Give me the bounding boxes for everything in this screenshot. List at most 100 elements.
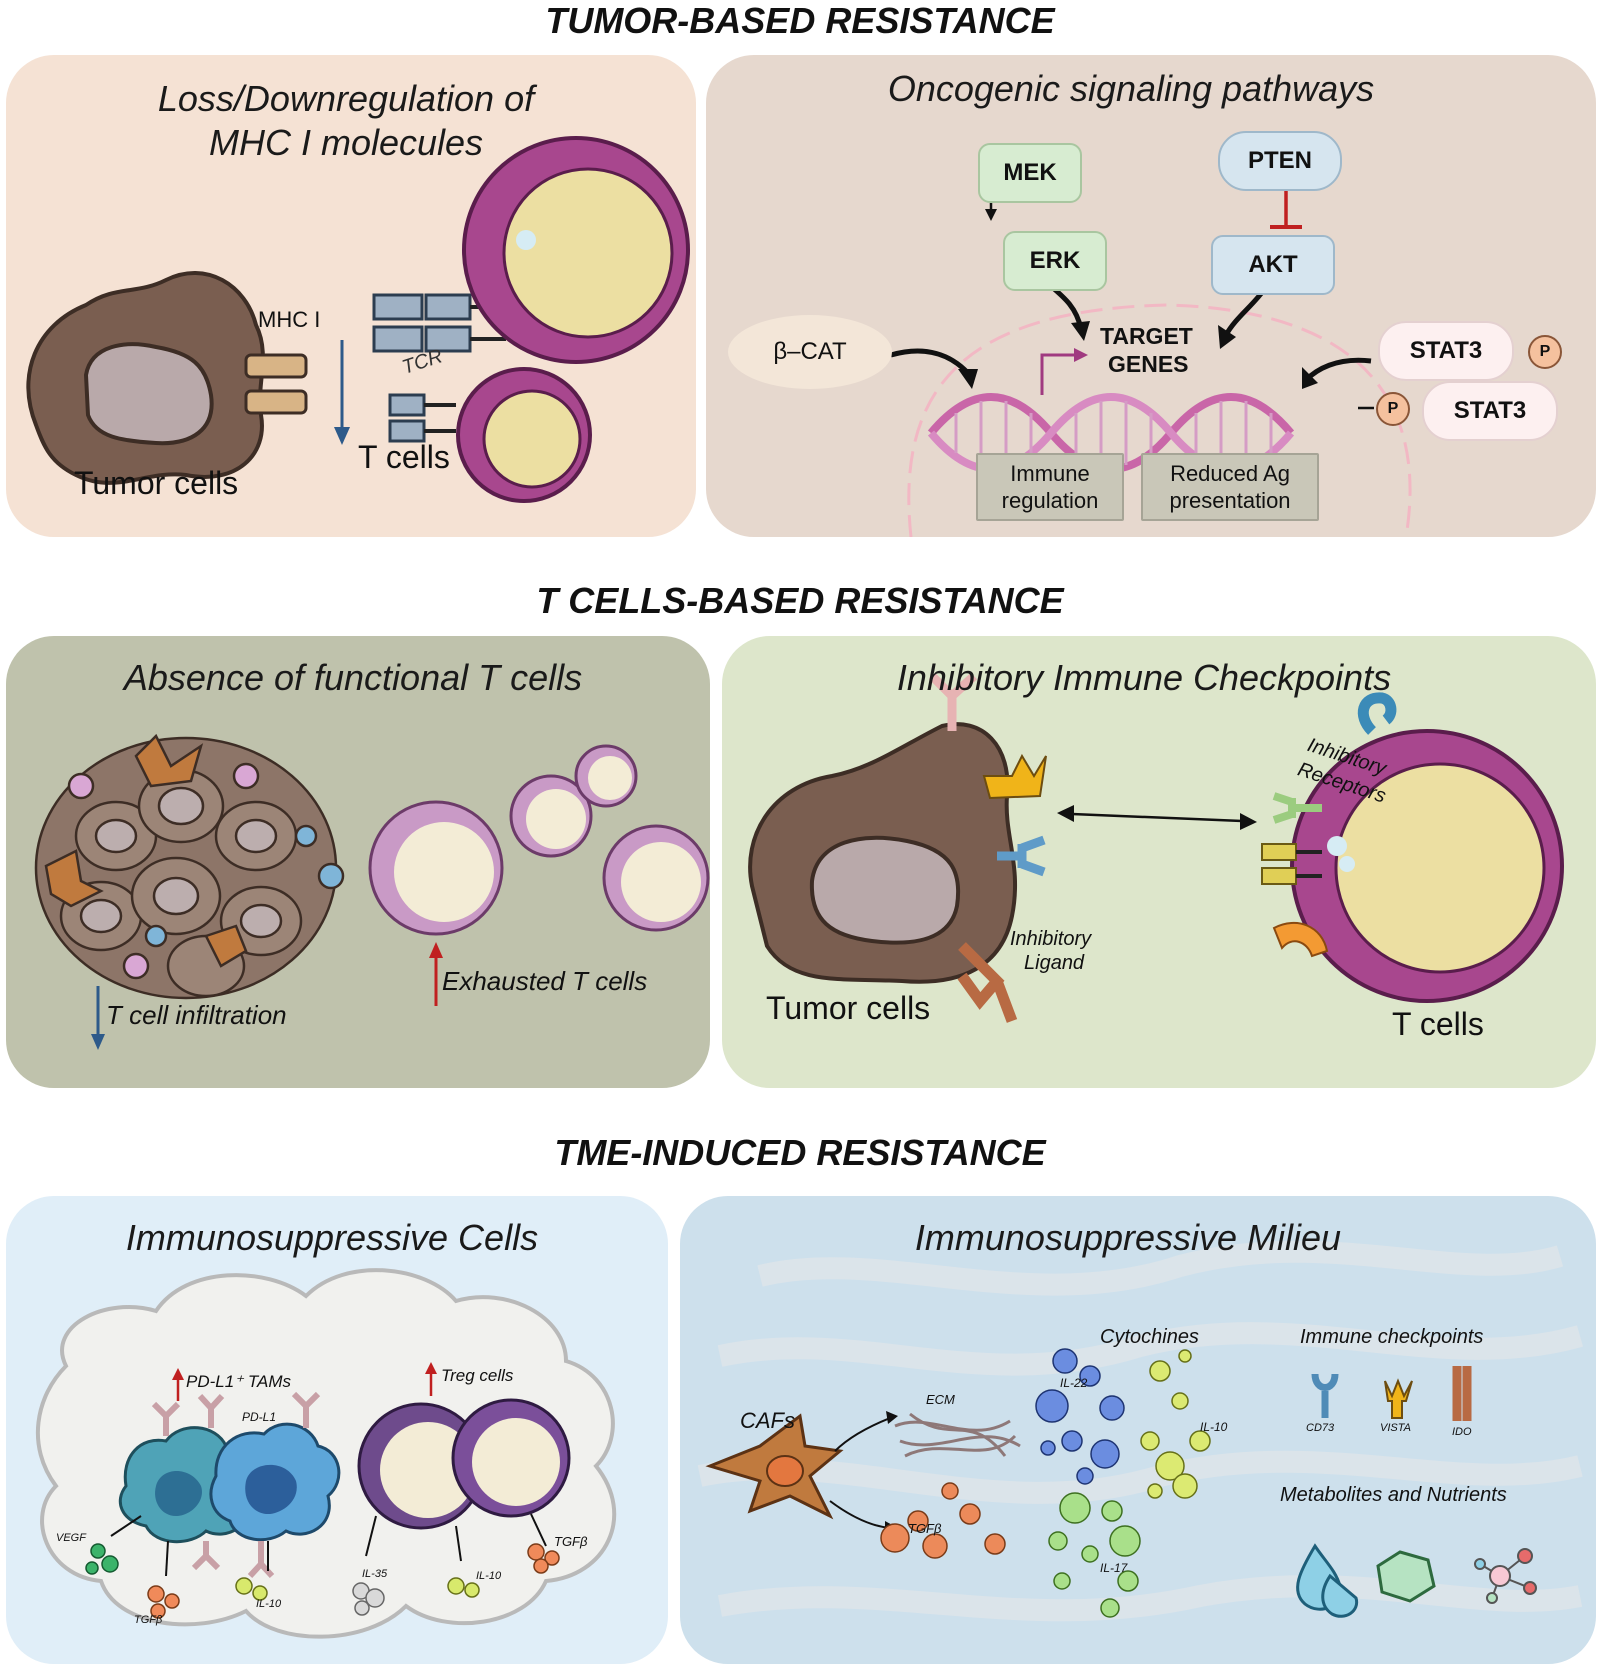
il17-label: IL-17 (1100, 1561, 1128, 1575)
panel-cells-title: Immunosuppressive Cells (125, 1217, 539, 1258)
mhc-molecule-upper (244, 353, 308, 379)
inhibitory-ligand-line2: Ligand (1024, 952, 1085, 974)
tcr-block (372, 293, 424, 321)
vista-label: VISTA (1380, 1422, 1411, 1434)
double-arrow-right (1240, 813, 1257, 830)
cafs-label: CAFs (740, 1408, 795, 1433)
receptor-tcr (1261, 843, 1297, 861)
metabolites-label: Metabolites and Nutrients (1280, 1484, 1507, 1506)
panel-absence-tcells: Absence of functional T cells T cell inf… (6, 636, 710, 1088)
ligand-brown (957, 942, 1018, 1023)
tumor-cells-label: Tumor cells (766, 990, 931, 1026)
il22-vesicles (1035, 1348, 1125, 1485)
nucleus-boundary (907, 303, 1412, 537)
ligand-yellow (982, 753, 1047, 800)
panel-mhc-title-line1: Loss/Downregulation of (157, 78, 535, 119)
panel-oncogenic-title: Oncogenic signaling pathways (887, 68, 1375, 109)
stat3-box-lower: STAT3 (1422, 381, 1558, 441)
il10-label-1: IL-10 (256, 1598, 282, 1610)
receptor-orange (1272, 922, 1329, 958)
cd73-icon (1311, 1373, 1339, 1418)
tumor-cells-label: Tumor cells (74, 465, 239, 501)
il10-vesicles-1 (235, 1577, 268, 1601)
receptor-green (1272, 792, 1322, 824)
phospho-circle-lower: P (1376, 392, 1410, 426)
il10-vesicles-2 (447, 1577, 480, 1598)
down-arrow-icon (91, 1034, 105, 1050)
ecm-label: ECM (926, 1392, 955, 1407)
akt-box: AKT (1211, 235, 1335, 295)
exhausted-label: Exhausted T cells (442, 966, 648, 996)
il10-label: IL-10 (1200, 1420, 1228, 1434)
il10-label-2: IL-10 (476, 1570, 502, 1582)
t-cells-label: T cells (1392, 1006, 1484, 1042)
il10-vesicles (1140, 1349, 1211, 1499)
panel-checkpoints-title: Inhibitory Immune Checkpoints (896, 657, 1392, 698)
tumor-nucleus (83, 342, 214, 446)
mek-box: MEK (978, 143, 1082, 203)
cells-illustration (35, 1268, 617, 1639)
tgfb-label: TGFβ (908, 1521, 942, 1536)
panel-immunosuppressive-cells: Immunosuppressive Cells PD-L1⁺ TAMs PD-L… (6, 1196, 668, 1664)
immune-regulation-box: Immune regulation (976, 453, 1124, 521)
tams-label: PD-L1⁺ TAMs (186, 1372, 292, 1391)
infiltration-label: T cell infiltration (106, 1000, 287, 1030)
mhc-molecule-lower (244, 389, 308, 415)
tgfb-label-2: TGFβ (554, 1534, 588, 1549)
vegf-vesicles (85, 1543, 119, 1575)
absence-illustration (34, 733, 710, 1050)
erk-box: ERK (1003, 231, 1107, 291)
il22-label: IL-22 (1060, 1376, 1088, 1390)
t-cells-label: T cells (358, 439, 450, 475)
il35-label: IL-35 (362, 1568, 388, 1580)
section-title-tme: TME-INDUCED RESISTANCE (554, 1132, 1046, 1173)
immune-regulation-line1: Immune (1010, 461, 1090, 486)
ido-label: IDO (1452, 1426, 1472, 1438)
mhc-label: MHC I (258, 307, 321, 332)
vegf-label: VEGF (56, 1532, 86, 1544)
phospho-circle-upper: P (1528, 335, 1562, 369)
section-title-tumor: TUMOR-BASED RESISTANCE (545, 0, 1055, 41)
inhibitory-ligand-line1: Inhibitory (1010, 928, 1092, 950)
reduced-ag-line2: presentation (1169, 488, 1291, 513)
panel-mhc-loss: Loss/Downregulation of MHC I molecules M… (6, 55, 696, 537)
cd73-label: CD73 (1306, 1422, 1335, 1434)
vista-icon (1384, 1378, 1413, 1419)
tgfb-label-1: TGFβ (134, 1614, 163, 1626)
up-arrow-icon (425, 1362, 437, 1374)
il35-vesicles (352, 1582, 385, 1616)
panel-checkpoints: Inhibitory Immune Checkpoints Inhibitory… (722, 636, 1596, 1088)
pten-box: PTEN (1218, 131, 1342, 191)
reduced-ag-box: Reduced Ag presentation (1141, 453, 1319, 521)
ecm-fibers (894, 1412, 1021, 1458)
metabolite-hexagon-icon (1376, 1550, 1436, 1603)
up-arrow-icon (172, 1368, 184, 1380)
target-genes-line1: TARGET (1100, 323, 1193, 349)
tgfb-vesicles-2 (527, 1543, 560, 1574)
pdl1-label: PD-L1 (242, 1410, 277, 1424)
mhc-illustration (26, 136, 690, 503)
up-arrow-icon (429, 942, 443, 958)
metabolite-molecule-icon (1474, 1548, 1537, 1604)
immune-checkpoints-label: Immune checkpoints (1300, 1326, 1484, 1348)
down-arrow-icon (334, 427, 350, 445)
tumor-nucleus (809, 835, 961, 945)
t-cell-small-nucleus (482, 389, 582, 489)
treg-label: Treg cells (441, 1366, 514, 1385)
t-cell-nucleus (1334, 762, 1546, 974)
target-genes-line2: GENES (1108, 351, 1189, 377)
stat3-box-upper: STAT3 (1378, 321, 1514, 381)
checkpoints-illustration (748, 672, 1564, 1023)
panel-absence-title: Absence of functional T cells (123, 657, 583, 698)
ido-icon (1452, 1366, 1472, 1421)
t-cell-large-nucleus (502, 167, 674, 339)
ligand-blue (997, 835, 1046, 877)
il17-vesicles (1048, 1492, 1141, 1618)
panel-mhc-title-line2: MHC I molecules (208, 122, 484, 163)
section-title-tcells: T CELLS-BASED RESISTANCE (536, 580, 1064, 621)
panel-immunosuppressive-milieu: Immunosuppressive Milieu CAFs ECM TGFβ C… (680, 1196, 1596, 1664)
reduced-ag-line1: Reduced Ag (1170, 461, 1290, 486)
panel-milieu-title: Immunosuppressive Milieu (914, 1217, 1342, 1258)
panel-oncogenic: Oncogenic signaling pathways MEK ERK PTE… (706, 55, 1596, 537)
receptor-blue (1357, 692, 1397, 735)
